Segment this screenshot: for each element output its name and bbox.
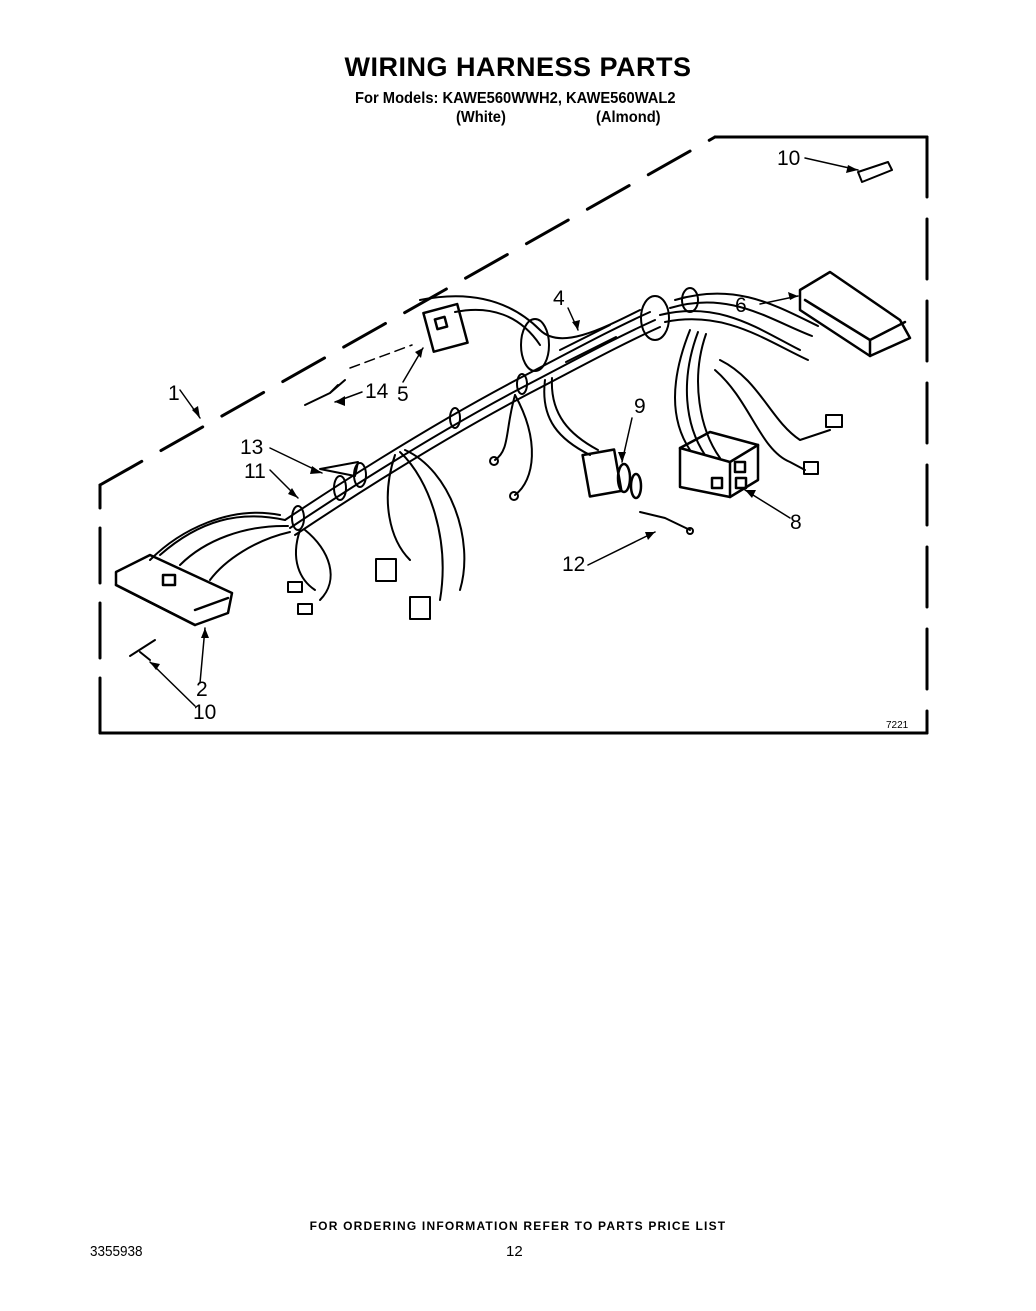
page-title: WIRING HARNESS PARTS xyxy=(344,52,692,82)
color-almond-label: (Almond) xyxy=(596,109,661,126)
terminal-block-8 xyxy=(678,430,760,499)
color-white-label: (White) xyxy=(456,109,506,126)
callout-9: 9 xyxy=(634,395,646,418)
callout-13: 13 xyxy=(240,436,263,459)
document-number: 3355938 xyxy=(90,1243,143,1260)
callout-14: 14 xyxy=(365,380,389,403)
main-harness-trunk xyxy=(149,287,831,601)
models-line: For Models: KAWE560WWH2, KAWE560WAL2 xyxy=(355,90,676,107)
callout-8: 8 xyxy=(790,511,802,534)
callout-1: 1 xyxy=(168,382,180,405)
callout-4: 4 xyxy=(553,287,565,310)
page-number: 12 xyxy=(506,1243,523,1260)
callout-6: 6 xyxy=(735,294,747,317)
figure-number: 7221 xyxy=(886,720,909,731)
callout-5: 5 xyxy=(397,383,409,406)
callout-10-bottom: 10 xyxy=(193,701,216,724)
callout-11: 11 xyxy=(244,460,266,483)
diagram-frame xyxy=(98,135,929,735)
connector-9 xyxy=(581,448,643,500)
callout-12: 12 xyxy=(562,553,585,576)
callout-10-top: 10 xyxy=(777,147,800,170)
callout-2: 2 xyxy=(196,678,208,701)
connector-6 xyxy=(798,270,912,358)
callout-arrowheads xyxy=(150,165,858,670)
terminal-block-2 xyxy=(114,553,234,627)
ordering-note: FOR ORDERING INFORMATION REFER TO PARTS … xyxy=(309,1219,727,1233)
connector-5 xyxy=(422,302,469,353)
callout-leaders xyxy=(149,157,859,707)
terminals-and-clips xyxy=(129,161,893,661)
